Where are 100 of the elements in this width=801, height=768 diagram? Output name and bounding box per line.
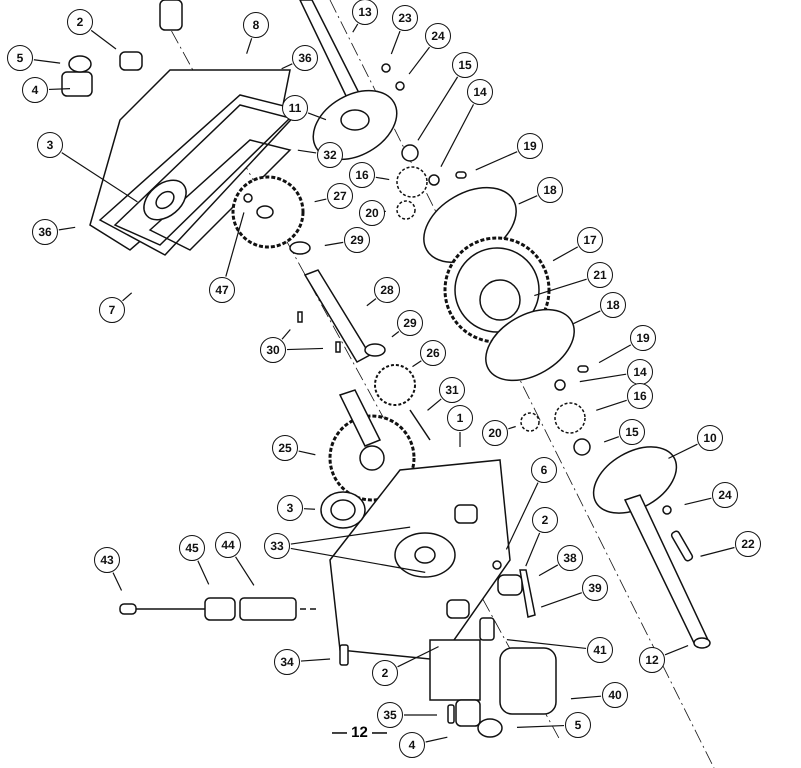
leader-line bbox=[397, 646, 439, 668]
callout-number: 26 bbox=[420, 340, 446, 366]
callout-number: 16 bbox=[349, 162, 375, 188]
callout-number: 40 bbox=[602, 682, 628, 708]
callout-number: 29 bbox=[397, 310, 423, 336]
leader-line bbox=[580, 374, 626, 382]
leader-line bbox=[596, 400, 627, 411]
callout-number: 14 bbox=[467, 79, 493, 105]
leader-line bbox=[304, 508, 316, 510]
leader-line bbox=[408, 46, 430, 74]
callout-number: 24 bbox=[712, 482, 738, 508]
callout-number: 5 bbox=[565, 712, 591, 738]
callout-number: 3 bbox=[277, 495, 303, 521]
callout-number: 45 bbox=[179, 535, 205, 561]
leader-line bbox=[324, 242, 344, 246]
leader-line bbox=[506, 639, 586, 650]
callout-number: 2 bbox=[372, 660, 398, 686]
callout-number: 7 bbox=[99, 297, 125, 323]
callout-number: 1 bbox=[447, 405, 473, 431]
leader-line bbox=[426, 736, 448, 743]
callout-number: 5 bbox=[7, 45, 33, 71]
leader-line bbox=[235, 556, 254, 586]
callout-number: 13 bbox=[352, 0, 378, 25]
callout-number: 18 bbox=[537, 177, 563, 203]
leader-line bbox=[404, 714, 437, 716]
callout-number: 39 bbox=[582, 575, 608, 601]
leader-line bbox=[668, 444, 698, 459]
leader-line bbox=[573, 310, 601, 324]
leader-line bbox=[298, 450, 316, 456]
leader-line bbox=[366, 298, 376, 306]
callout-number: 15 bbox=[619, 419, 645, 445]
leader-line bbox=[516, 724, 564, 728]
leader-line bbox=[48, 88, 70, 90]
leader-line bbox=[286, 348, 324, 350]
leader-line bbox=[376, 176, 390, 180]
callout-number: 2 bbox=[67, 9, 93, 35]
callout-number: 10 bbox=[697, 425, 723, 451]
leader-line bbox=[684, 498, 712, 506]
callout-number: 33 bbox=[264, 533, 290, 559]
leader-line bbox=[427, 398, 442, 411]
callout-number: 31 bbox=[439, 377, 465, 403]
callout-number: 12 bbox=[639, 647, 665, 673]
callout-number: 25 bbox=[272, 435, 298, 461]
callout-number: 24 bbox=[425, 23, 451, 49]
leader-line bbox=[538, 564, 558, 576]
callout-number: 47 bbox=[209, 277, 235, 303]
leader-line bbox=[290, 526, 410, 545]
leader-line bbox=[298, 150, 316, 154]
callout-number: 43 bbox=[94, 547, 120, 573]
callout-number: 44 bbox=[215, 532, 241, 558]
leader-line bbox=[392, 331, 400, 338]
callout-number: 2 bbox=[532, 507, 558, 533]
leader-line bbox=[440, 104, 474, 167]
callout-number: 30 bbox=[260, 337, 286, 363]
callout-number: 8 bbox=[243, 12, 269, 38]
callout-number: 38 bbox=[557, 545, 583, 571]
leader-line bbox=[570, 696, 602, 700]
leader-line bbox=[300, 658, 330, 662]
leader-line bbox=[61, 152, 138, 202]
leader-line bbox=[506, 482, 539, 550]
leader-line bbox=[314, 198, 326, 202]
leader-line bbox=[700, 546, 735, 557]
callout-number: 4 bbox=[399, 732, 425, 758]
leader-line bbox=[90, 30, 116, 50]
leader-line bbox=[534, 278, 587, 296]
leader-line bbox=[281, 63, 293, 70]
leader-line bbox=[508, 426, 516, 430]
callout-number: 19 bbox=[630, 325, 656, 351]
callout-number: 4 bbox=[22, 77, 48, 103]
leader-line bbox=[352, 24, 358, 32]
leader-line bbox=[246, 38, 252, 54]
callout-number: 14 bbox=[627, 359, 653, 385]
callout-number: 22 bbox=[735, 531, 761, 557]
callout-number: 11 bbox=[282, 95, 308, 121]
callout-number: 29 bbox=[344, 227, 370, 253]
leader-line bbox=[308, 112, 326, 120]
callout-number: 23 bbox=[392, 5, 418, 31]
callout-number: 6 bbox=[531, 457, 557, 483]
callout-number: 41 bbox=[587, 637, 613, 663]
leader-line bbox=[122, 292, 132, 302]
callout-number: 34 bbox=[274, 649, 300, 675]
callout-number: 20 bbox=[482, 420, 508, 446]
callout-number: 19 bbox=[517, 133, 543, 159]
leader-line bbox=[290, 548, 426, 573]
callout-number: 17 bbox=[577, 227, 603, 253]
leader-line bbox=[34, 59, 60, 64]
leader-line bbox=[412, 360, 422, 368]
leader-line bbox=[112, 572, 122, 591]
callout-number: 32 bbox=[317, 142, 343, 168]
callout-number: 27 bbox=[327, 183, 353, 209]
callout-number: 15 bbox=[452, 52, 478, 78]
leader-line bbox=[598, 344, 632, 364]
leader-line bbox=[197, 560, 210, 585]
callout-number: 16 bbox=[627, 383, 653, 409]
callout-number: 20 bbox=[359, 200, 385, 226]
leader-line bbox=[475, 151, 518, 170]
leader-line bbox=[518, 195, 538, 204]
leader-line bbox=[58, 226, 76, 230]
callout-number: 36 bbox=[32, 219, 58, 245]
callout-number: 3 bbox=[37, 132, 63, 158]
